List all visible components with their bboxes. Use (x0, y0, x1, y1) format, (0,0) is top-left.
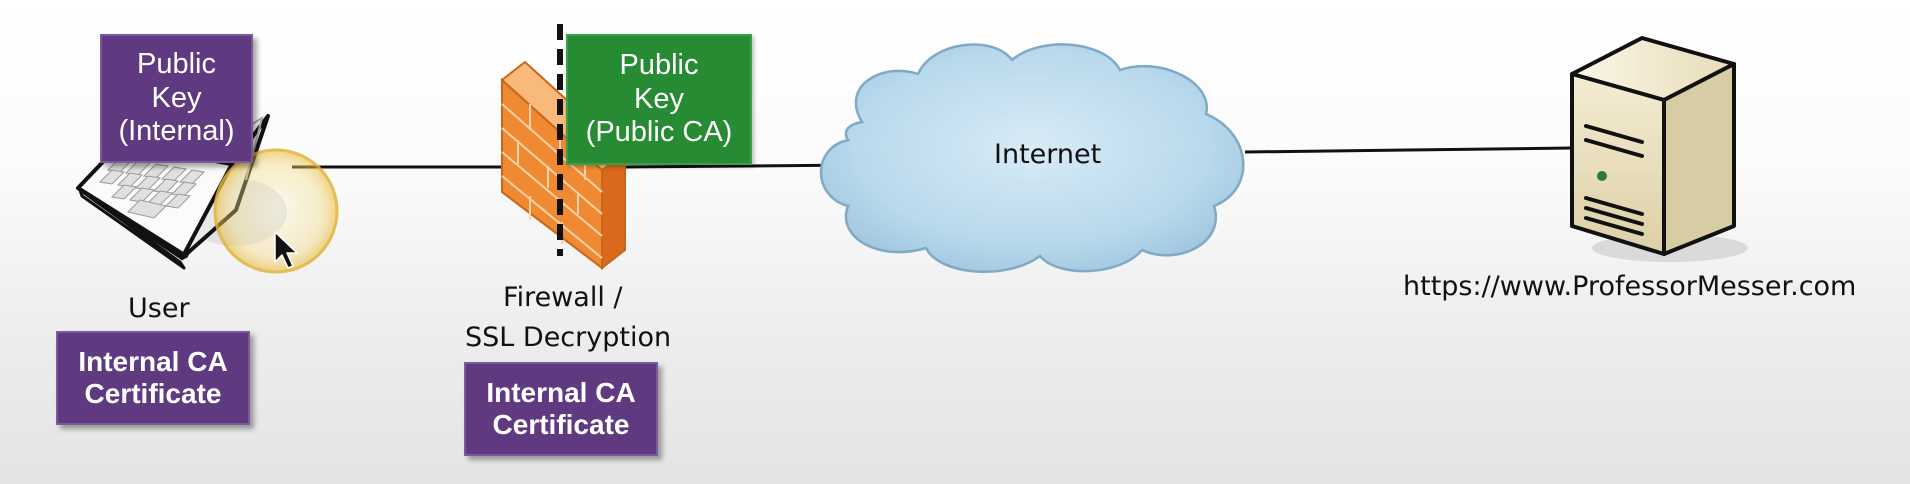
firewall-key-line2: Key (634, 82, 684, 115)
user-cert-line2: Certificate (84, 378, 222, 409)
firewall-label-line2: SSL Decryption (465, 322, 672, 353)
user-internal-ca-certificate-box: Internal CA Certificate (56, 331, 250, 425)
user-public-key-box: Public Key (Internal) (100, 34, 253, 163)
server-icon (1570, 36, 1748, 262)
user-cert-line1: Internal CA (78, 345, 228, 377)
firewall-cert-line2: Certificate (492, 409, 630, 440)
server-url-label: https://www.ProfessorMesser.com (1403, 271, 1857, 302)
internet-label: Internet (994, 139, 1102, 170)
firewall-cert-line1: Internal CA (486, 376, 636, 408)
firewall-internal-ca-certificate-box: Internal CA Certificate (464, 362, 658, 456)
cursor-highlight (213, 148, 339, 274)
cloud-icon (819, 43, 1245, 273)
cursor-arrow-icon (274, 231, 298, 269)
user-key-line3: (Internal) (118, 115, 235, 148)
firewall-public-key-box: Public Key (Public CA) (566, 34, 752, 165)
user-key-line1: Public (137, 48, 216, 81)
firewall-key-line3: (Public CA) (585, 116, 733, 149)
firewall-label-line1: Firewall / (503, 282, 623, 313)
user-key-line2: Key (151, 81, 202, 114)
user-label: User (128, 293, 190, 324)
firewall-key-line1: Public (619, 49, 699, 82)
